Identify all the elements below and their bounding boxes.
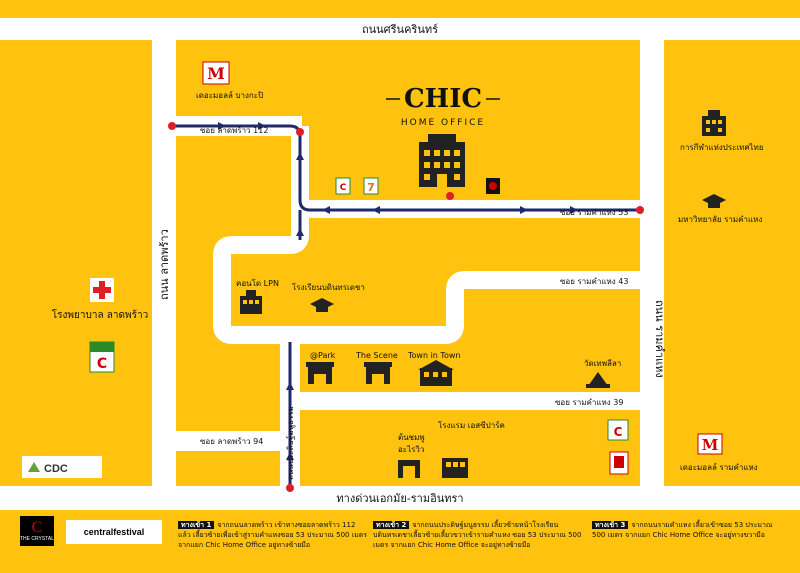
bigc-icon: C (335, 177, 351, 195)
route-dot-start (168, 122, 176, 130)
label-ramkhamhaeng: ถนน รามคำแหง (653, 300, 666, 378)
shop-icon (306, 362, 334, 384)
road-ramkhamhaeng (640, 18, 664, 510)
label-condo-lpn: คอนโด LPN (236, 278, 279, 288)
label-soi-ram-53: ซอย รามคำแหง 53 (560, 208, 628, 217)
svg-text:M: M (702, 436, 719, 454)
chic-building-icon (419, 134, 465, 187)
road-ladprao (152, 18, 176, 510)
label-srinakarin: ถนนศรีนครินทร์ (362, 23, 438, 36)
label-expressway: ทางด่วนเอกมัย-รามอินทรา (336, 492, 463, 505)
cdc-logo: CDC (22, 456, 102, 478)
route-dot-destination (446, 192, 454, 200)
road-srinakarin (0, 18, 800, 40)
route-dot-junction (296, 128, 304, 136)
label-soi-ladprao-112: ซอย ลาดพร้าว 112 (200, 126, 268, 135)
label-the-scene: The Scene (355, 351, 398, 360)
route-1-text: จากถนนลาดพร้าว เข้าทางซอยลาดพร้าว 112 แล… (178, 521, 368, 549)
building-icon (240, 290, 262, 314)
graduation-cap-icon (702, 194, 726, 208)
label-soi-ram-43: ซอย รามคำแหง 43 (560, 277, 628, 286)
label-ramkhamhaeng-univ: มหาวิทยาลัย รามคำแหง (678, 215, 762, 224)
road-curve (213, 126, 650, 344)
label-ladprao-hospital: โรงพยาบาล ลาดพร้าว (52, 308, 148, 321)
temple-icon (586, 372, 610, 388)
label-wat-thepleela: วัดเทพลีลา (584, 359, 621, 368)
crystal-logo: C THE CRYSTAL (20, 516, 54, 546)
route-arrows (218, 122, 578, 460)
road-expressway (0, 486, 800, 510)
seven-eleven-icon: 7 (363, 177, 379, 195)
label-at-park: @Park (310, 351, 336, 360)
label-apple-view: อะไรวิว (398, 445, 424, 454)
svg-text:C: C (614, 425, 623, 439)
svg-text:CDC: CDC (44, 463, 68, 475)
shop-icon (398, 460, 420, 478)
route-dot-east (636, 206, 644, 214)
label-school-tritsada: โรงเรียนบดินทรเดชา (292, 282, 365, 292)
building-icon (418, 360, 454, 386)
mall-icon: M (697, 433, 723, 455)
label-mall-bangkapi: เดอะมอลล์ บางกะปิ (196, 90, 263, 100)
label-soi-ram-39: ซอย รามคำแหง 39 (555, 398, 623, 407)
svg-text:7: 7 (367, 181, 375, 194)
red-cross-icon (90, 278, 114, 302)
label-soi-ladprao-94: ซอย ลาดพร้าว 94 (200, 437, 263, 446)
brand-name: CHIC (404, 84, 482, 114)
shop-icon (364, 362, 392, 384)
bigc-large-icon: C (89, 341, 115, 373)
brand-subtitle: HOME OFFICE (401, 118, 485, 128)
svg-text:M: M (207, 64, 225, 83)
graduation-cap-icon (310, 298, 334, 312)
label-town-in-town: Town in Town (407, 351, 460, 360)
central-festival-logo: centralfestival (66, 520, 162, 544)
label-school-essential: โรงแรม เอสซีปาร์ค (438, 420, 505, 430)
label-tonchompoo: ต้นชมพู (398, 433, 425, 443)
store-logo-icon (609, 451, 629, 475)
road-soi-ram-39 (282, 392, 648, 410)
label-mall-ram: เดอะมอลล์ รามคำแหง (680, 462, 758, 472)
bigc-icon: C (607, 419, 629, 441)
route-3-text: จากถนนรามคำแหง เลี้ยวเข้าซอย 53 ประมาณ 5… (592, 521, 773, 539)
svg-text:C: C (97, 356, 107, 372)
route-1-tag: ทางเข้า 1 (178, 521, 215, 529)
mall-icon: M (202, 61, 230, 85)
route-3-tag: ทางเข้า 3 (592, 521, 629, 529)
label-pradit-manutham: ถนนประดิษฐ์มนูธรรม (285, 406, 296, 480)
shop-logo-icon (486, 178, 500, 194)
building-icon (442, 458, 468, 478)
route-2-tag: ทางเข้า 2 (373, 521, 410, 529)
route-dot-expressway (286, 484, 294, 492)
road-soi-ladprao-94 (160, 431, 280, 451)
svg-text:C: C (340, 183, 347, 193)
building-icon (702, 110, 726, 136)
route-2-text: จากถนนประดิษฐ์มนูธรรม เลี้ยวซ้ายหน้าโรงเ… (373, 521, 582, 549)
label-ladprao: ถนน ลาดพร้าว (158, 229, 171, 300)
label-sports-authority: การกีฬาแห่งประเทศไทย (680, 143, 764, 152)
